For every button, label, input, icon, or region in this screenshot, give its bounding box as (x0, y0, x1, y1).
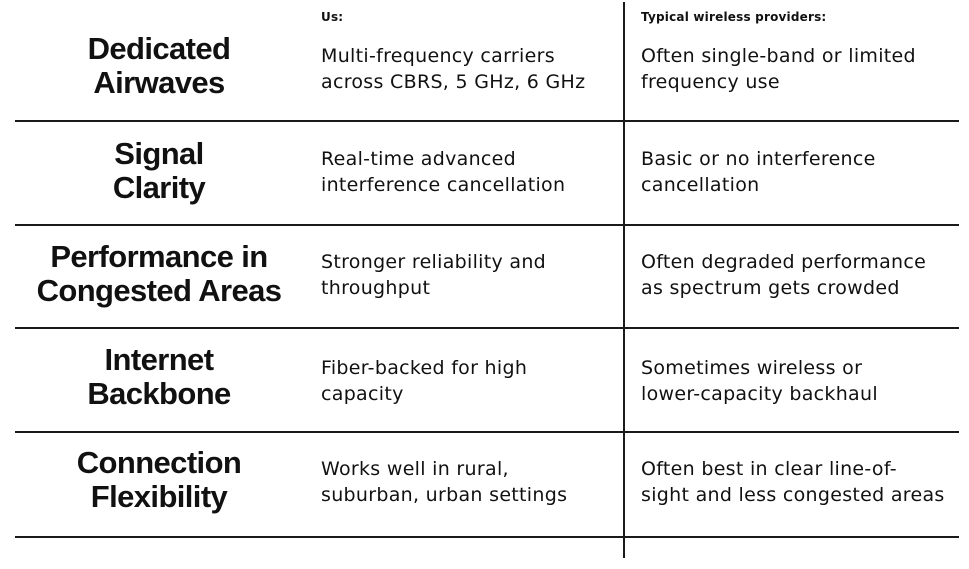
row-title: Internet Backbone (87, 342, 231, 411)
row-title: Performance in Congested Areas (36, 239, 282, 308)
us-cell: Stronger reliability and throughput (321, 251, 547, 299)
us-cell: Fiber-backed for high capacity (321, 357, 528, 405)
row-title: Signal Clarity (112, 136, 206, 205)
typical-cell: Basic or no interference cancellation (641, 148, 876, 196)
typical-cell: Sometimes wireless or lower-capacity bac… (641, 357, 878, 405)
typical-cell: Often degraded performance as spectrum g… (641, 251, 927, 299)
row-title: Dedicated Airwaves (87, 31, 231, 100)
row-divider (15, 536, 959, 538)
typical-cell: Often single-band or limited frequency u… (641, 45, 916, 93)
row-divider (15, 224, 959, 226)
column-header-typical-providers: Typical wireless providers: (641, 10, 827, 24)
typical-cell: Often best in clear line-of- sight and l… (641, 458, 945, 506)
row-divider (15, 327, 959, 329)
column-header-us: Us: (321, 10, 344, 24)
row-title: Connection Flexibility (76, 445, 242, 514)
us-cell: Real-time advanced interference cancella… (321, 148, 566, 196)
row-divider (15, 120, 959, 122)
us-cell: Multi-frequency carriers across CBRS, 5 … (321, 45, 586, 93)
column-divider (623, 2, 625, 558)
row-divider (15, 431, 959, 433)
us-cell: Works well in rural, suburban, urban set… (321, 458, 568, 506)
